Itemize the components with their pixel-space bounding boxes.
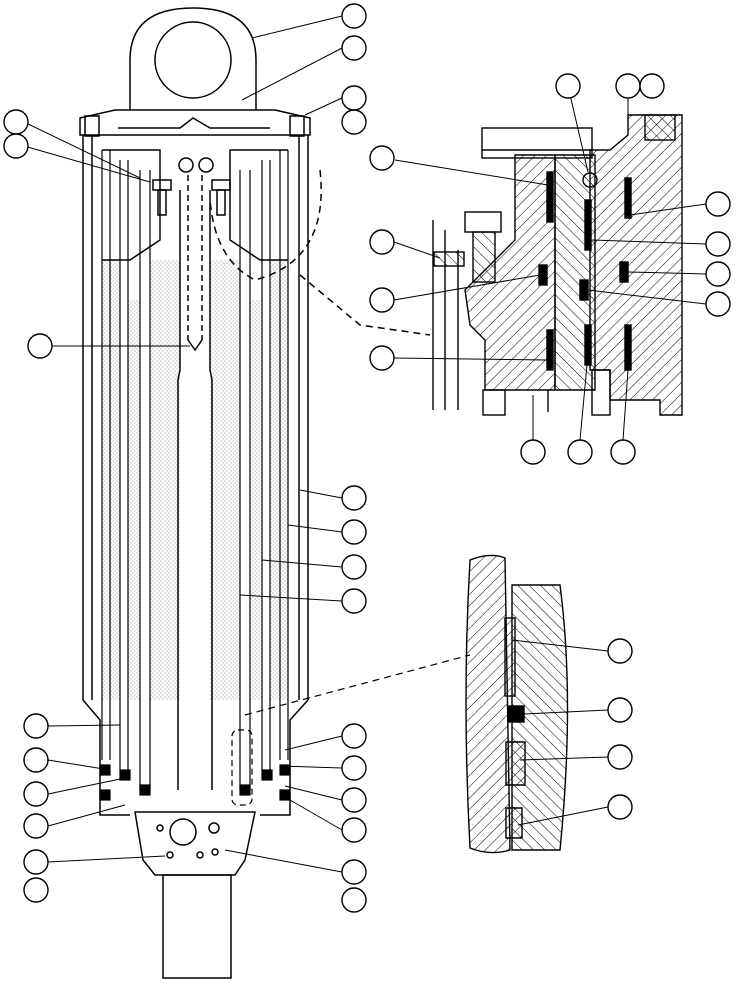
callout-bubble (341, 588, 367, 614)
central-rod (177, 175, 213, 790)
main-cylinder-view (79, 7, 471, 979)
callout-bubble (555, 73, 581, 99)
callout-bubble (341, 554, 367, 580)
leader-lines-main (23, 15, 343, 873)
callout-bubble (341, 787, 367, 813)
callout-bubble (23, 849, 49, 875)
callout-bubbles (3, 3, 731, 913)
callout-bubble (607, 697, 633, 723)
lifting-eye (129, 7, 257, 110)
callout-bubble (23, 747, 49, 773)
callout-bubble (341, 859, 367, 885)
detail-bolt (464, 211, 502, 283)
oil-chamber (102, 260, 120, 700)
piston-seal-detail-view (465, 554, 569, 854)
callout-bubble (369, 145, 395, 171)
callout-bubble (341, 85, 367, 111)
callout-bubble (341, 3, 367, 29)
callout-bubble (705, 231, 731, 257)
callout-bubble (341, 723, 367, 749)
callout-bubble (341, 887, 367, 913)
callout-bubble (341, 35, 367, 61)
head-cap (79, 109, 311, 137)
callout-bubble (27, 333, 53, 359)
callout-bubble (520, 439, 546, 465)
callout-bubble (23, 813, 49, 839)
callout-bubble (341, 755, 367, 781)
lower-gland (99, 654, 471, 806)
oil-chamber (250, 300, 262, 700)
callout-bubble (23, 877, 49, 903)
callout-bubble (23, 713, 49, 739)
callout-bubble (341, 519, 367, 545)
leader-lines-piston-detail (511, 639, 609, 826)
rod-end-clevis (134, 811, 256, 979)
callout-bubble (705, 291, 731, 317)
callout-bubble (3, 109, 29, 135)
oil-chamber (128, 300, 140, 700)
detail-leader-head (299, 274, 431, 336)
callout-bubble (607, 638, 633, 664)
callout-bubble (639, 73, 665, 99)
oil-chamber (150, 260, 180, 700)
callout-bubble (615, 73, 641, 99)
callout-bubble (3, 133, 29, 159)
callout-bubble (341, 817, 367, 843)
oil-chamber (210, 260, 240, 700)
callout-bubble (23, 781, 49, 807)
leader-lines-head-detail (393, 85, 707, 441)
oil-chamber (270, 260, 288, 700)
callout-bubble (369, 287, 395, 313)
callout-bubble (607, 744, 633, 770)
callout-bubble (341, 485, 367, 511)
callout-bubble (369, 345, 395, 371)
callout-bubble (567, 439, 593, 465)
head-bolts (152, 157, 231, 216)
callout-bubble (705, 191, 731, 217)
head-seal-detail-view (432, 114, 683, 416)
callout-bubble (341, 109, 367, 135)
callout-bubble (610, 439, 636, 465)
callout-bubble (607, 794, 633, 820)
callout-bubble (369, 229, 395, 255)
callout-bubble (705, 261, 731, 287)
